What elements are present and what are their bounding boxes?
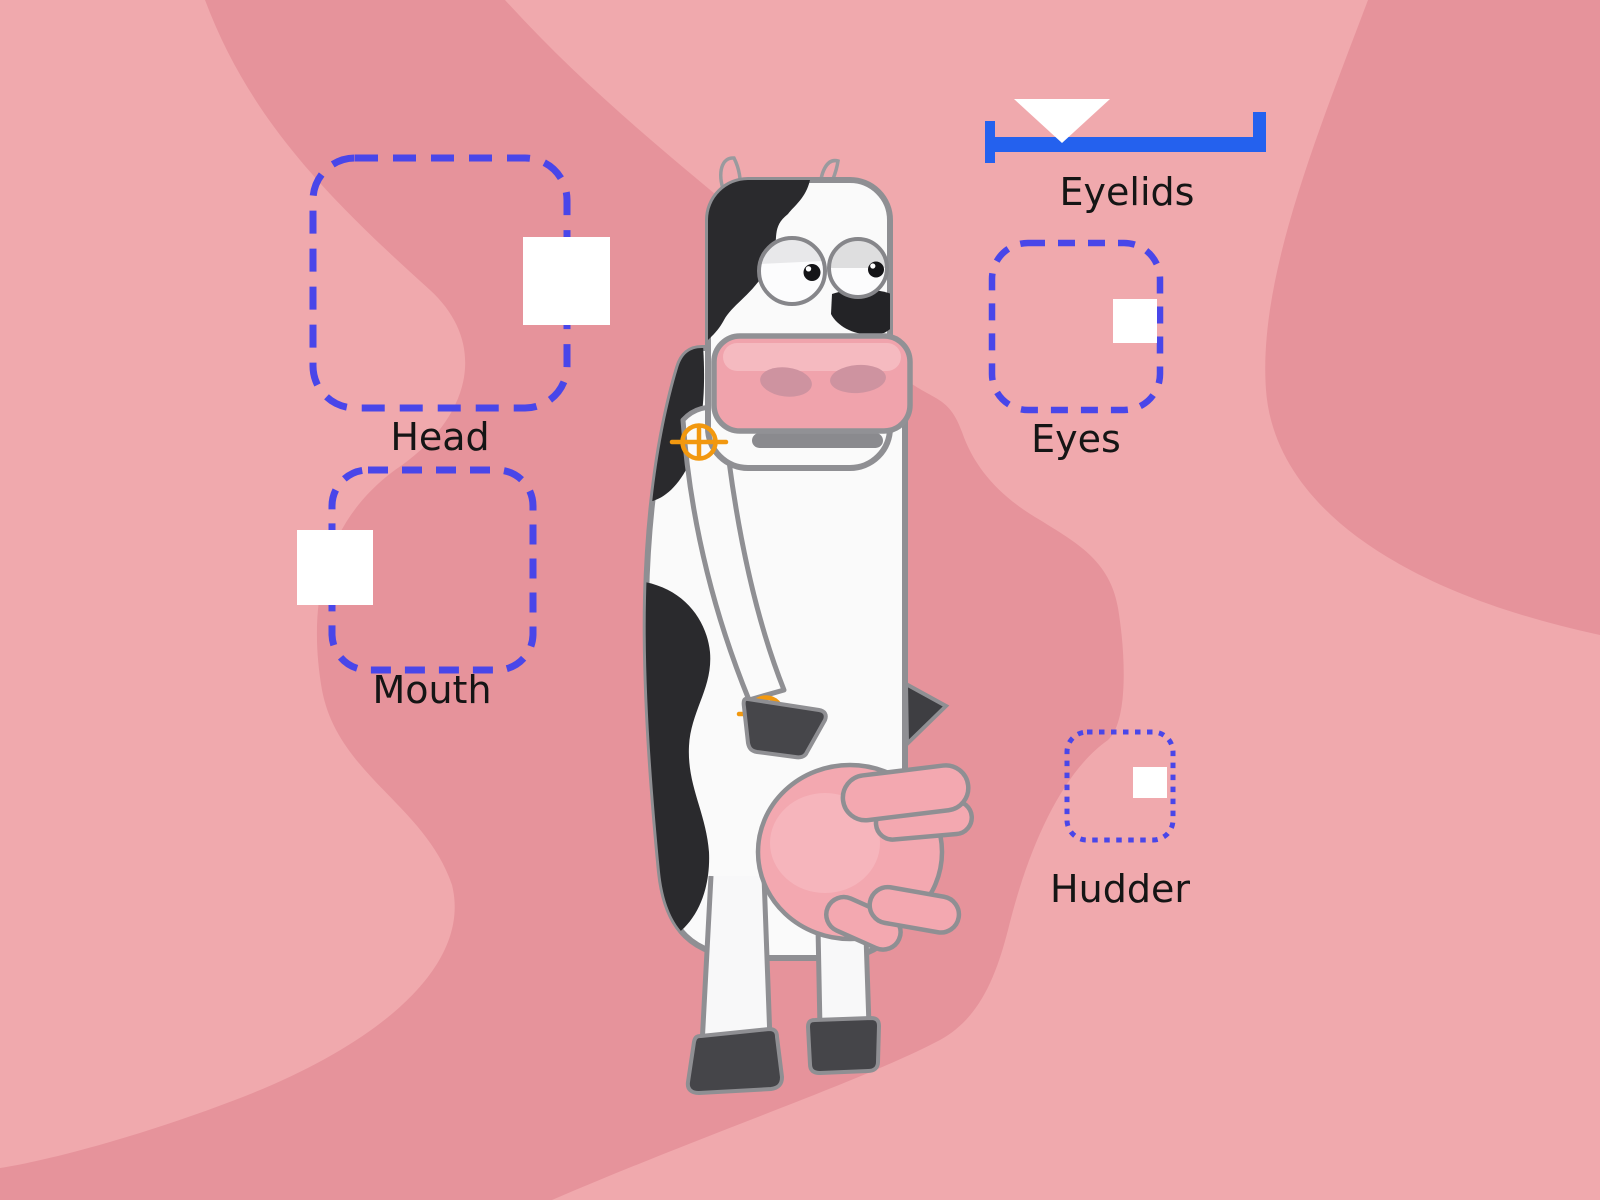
eyelids-slider-left-cap [985,121,995,163]
hudder-drop-zone[interactable] [1064,729,1176,843]
background-right-blob [505,0,1600,1200]
hudder-drag-handle[interactable] [1133,767,1167,798]
cow-eyes [757,236,889,306]
eyelids-slider-thumb-icon[interactable] [1014,99,1110,143]
mouth-zone-label: Mouth [372,668,492,712]
eyes-zone-label: Eyes [1031,417,1121,461]
cow-right-hind-hoof-icon [805,1015,882,1076]
head-zone-label: Head [390,415,490,459]
pin-origin-shoulder-icon[interactable] [669,423,729,461]
eyes-drag-handle[interactable] [1113,299,1157,343]
cow-left-leg [702,876,770,1045]
cow-muzzle [711,333,913,448]
eyelids-slider-right-cap [1253,112,1266,152]
cow-udder [755,762,974,952]
cow-left-hoof-icon [685,1026,785,1096]
background-left-blob [0,0,466,1168]
mouth-drag-handle[interactable] [297,530,373,605]
cow-front-hoof-icon [741,696,828,760]
head-drag-handle[interactable] [523,237,610,325]
eyelids-slider-label: Eyelids [1059,170,1195,214]
cow-head [705,156,913,471]
hudder-zone-label: Hudder [1050,867,1190,911]
cow-left-leg-outline [699,875,773,1046]
